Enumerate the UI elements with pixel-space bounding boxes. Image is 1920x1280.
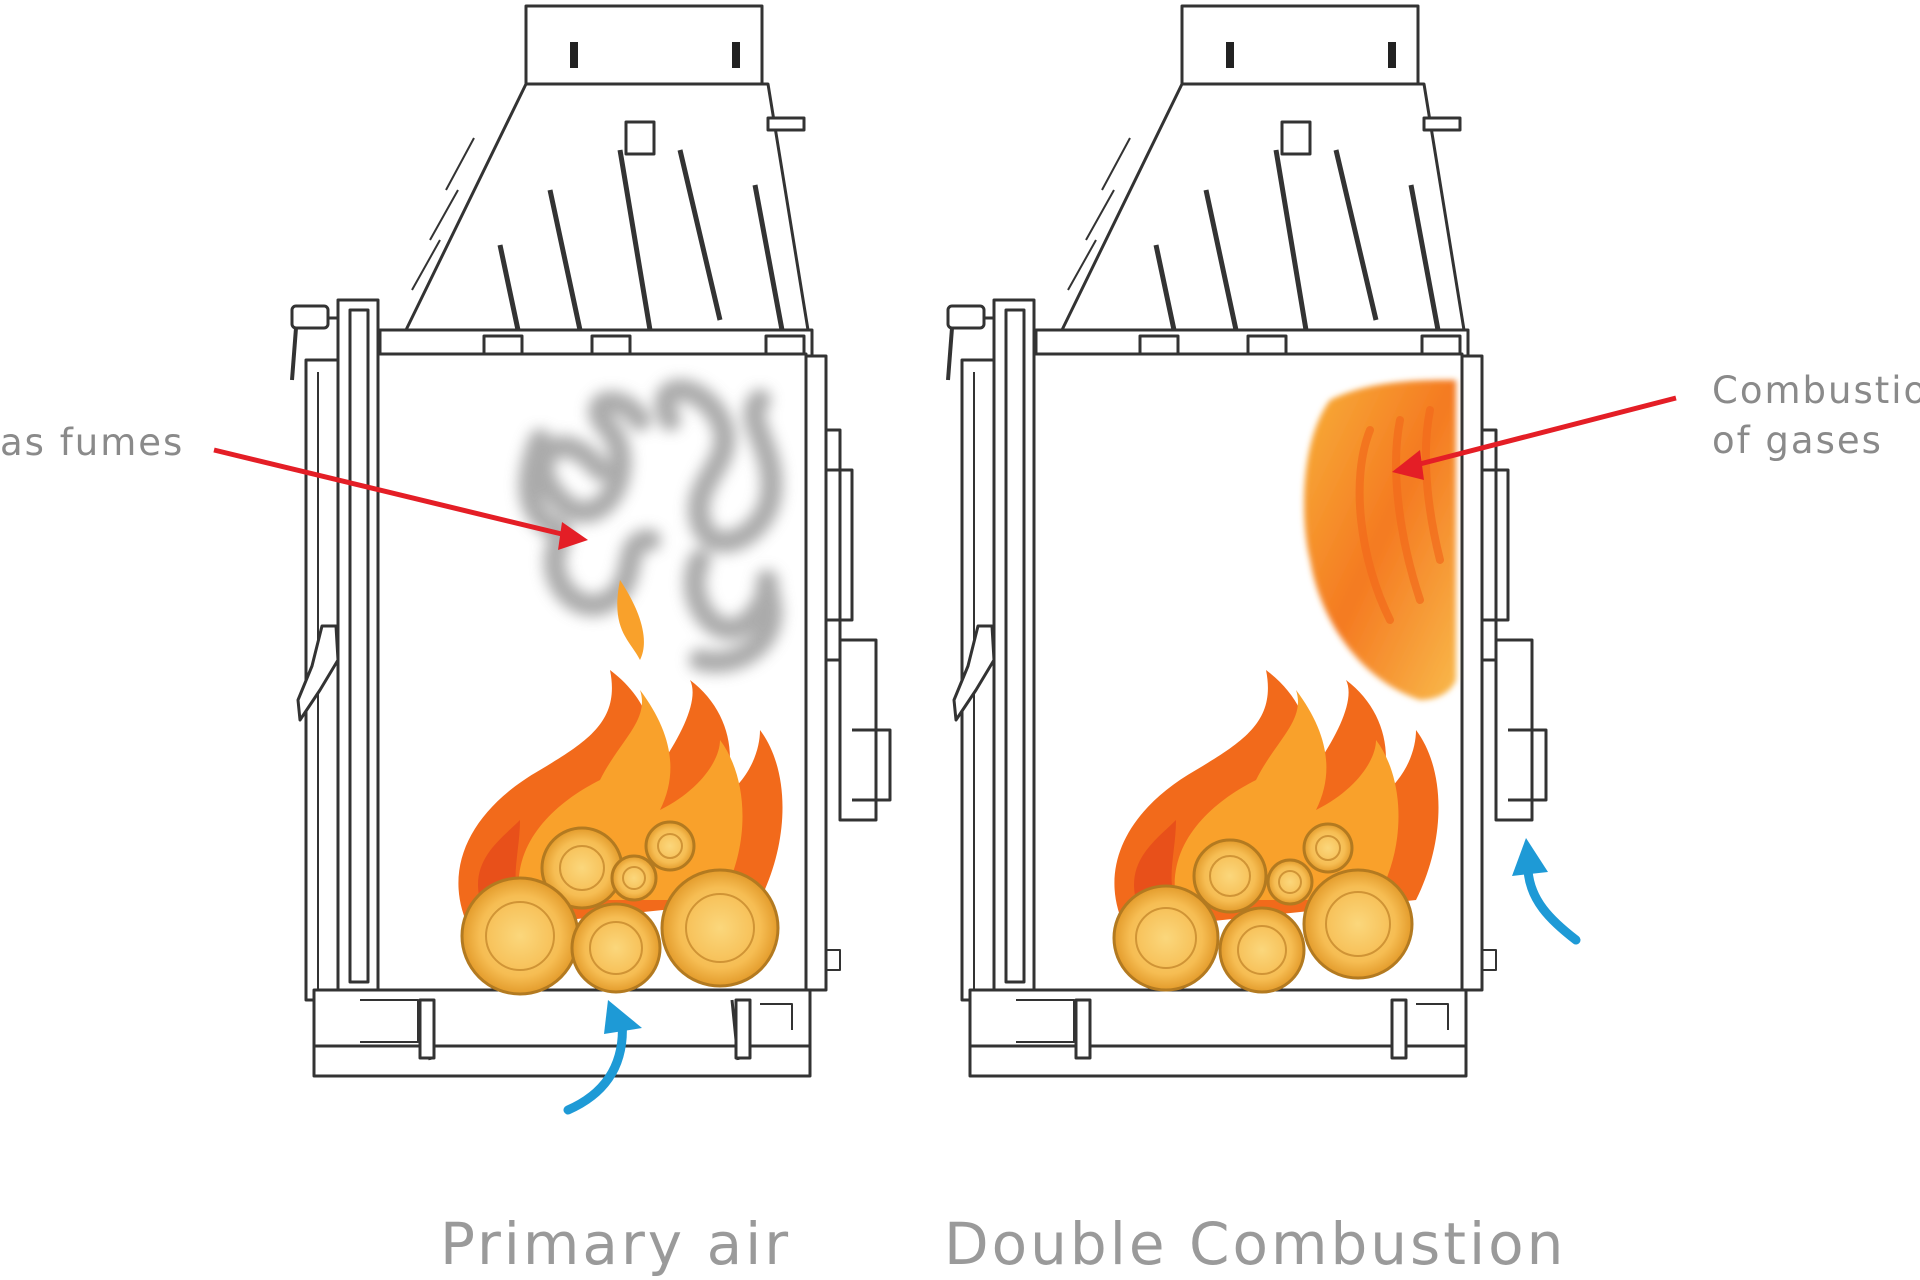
caption-primary-air: Primary air: [440, 1210, 792, 1278]
log: [644, 820, 696, 872]
logs-left: [460, 820, 780, 996]
hood-body: [1060, 82, 1466, 332]
red-arrow-fumes: [213, 447, 588, 550]
log: [660, 868, 780, 988]
log: [460, 876, 580, 996]
log: [570, 902, 662, 994]
label-combustion-gases: Combustio of gases: [1712, 366, 1920, 466]
hood-top: [524, 4, 764, 86]
label-fumes: as fumes: [0, 421, 185, 464]
hood-top: [1180, 4, 1420, 86]
log: [1112, 884, 1220, 992]
hood-body: [404, 82, 810, 332]
logs-right: [1112, 822, 1414, 994]
blue-secondary-air-arrow: [1512, 838, 1581, 945]
caption-double-combustion: Double Combustion: [944, 1210, 1567, 1278]
log: [1302, 868, 1414, 980]
log: [1192, 838, 1268, 914]
log: [1266, 858, 1314, 906]
label-line-1: Combustio: [1712, 369, 1920, 412]
smoke-cloud: [518, 379, 783, 673]
blue-air-arrow: [563, 1000, 642, 1115]
log: [610, 854, 658, 902]
log: [1302, 822, 1354, 874]
log: [1218, 906, 1306, 994]
red-arrow-gases: [1392, 395, 1677, 480]
label-line-2: of gases: [1712, 419, 1883, 462]
door-frame: [336, 298, 380, 994]
door-frame: [992, 298, 1036, 994]
